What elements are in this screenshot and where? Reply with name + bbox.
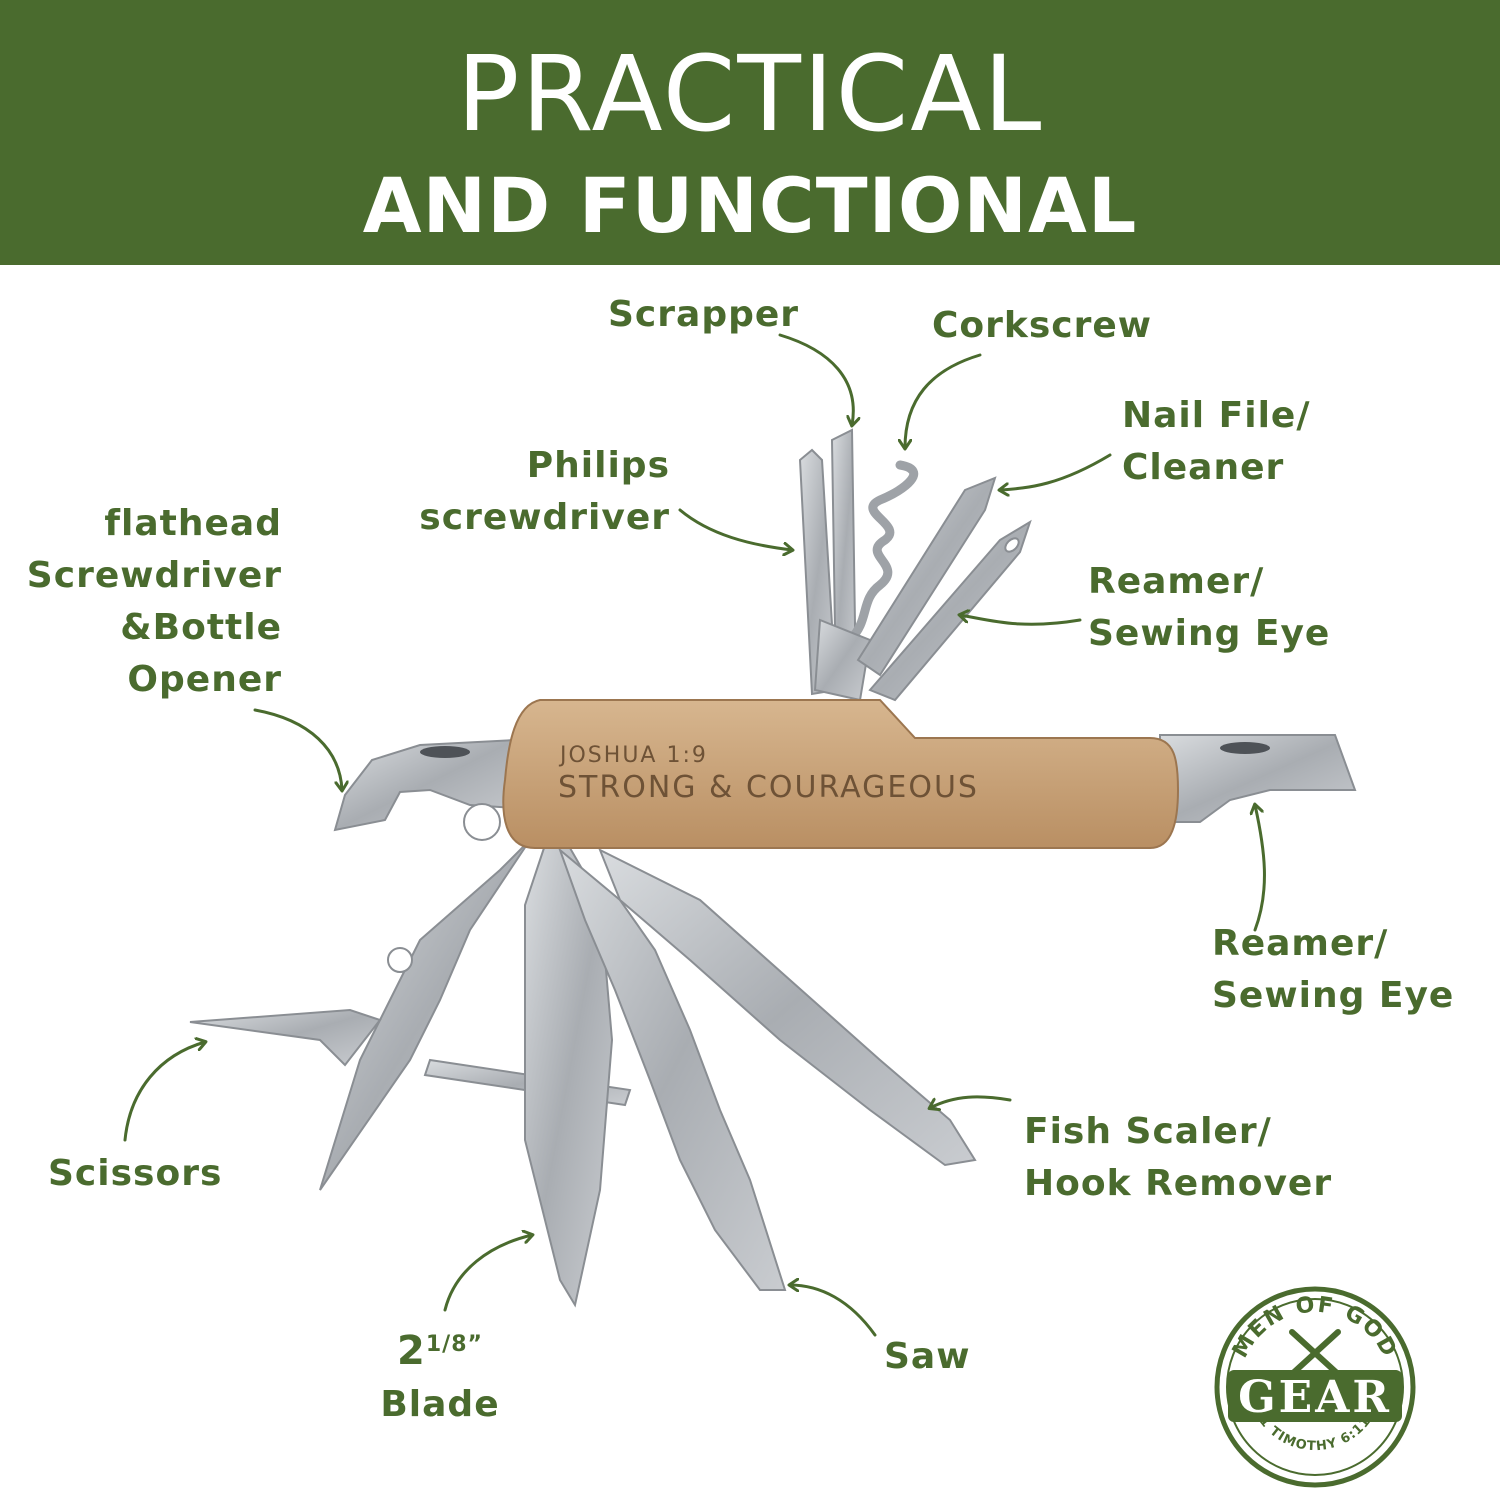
label-flathead-screwdriver: flathead Screwdriver &Bottle Opener [18, 498, 282, 706]
label-flathead-line1: flathead [104, 503, 282, 544]
arrow-reamer-top [960, 615, 1082, 626]
label-reamer-right-line2: Sewing Eye [1212, 975, 1455, 1016]
label-blade-fraction: 1/8” [425, 1332, 483, 1357]
saw-tool [557, 846, 787, 1291]
label-fish-scaler: Fish Scaler/ Hook Remover [1024, 1106, 1332, 1210]
label-nail-file: Nail File/ Cleaner [1122, 390, 1310, 494]
nail-file-tool [856, 476, 997, 677]
label-blade-number: 2 [397, 1328, 426, 1374]
arrow-flathead [253, 708, 342, 790]
title-line-1: PRACTICAL [456, 33, 1044, 155]
label-scrapper: Scrapper [608, 294, 800, 335]
label-philips-screwdriver: Philips screwdriver [408, 440, 670, 544]
label-nail-file-line1: Nail File/ [1122, 395, 1311, 436]
label-flathead-line2: Screwdriver [26, 555, 282, 596]
engraving-line-2: STRONG & COURAGEOUS [558, 770, 979, 805]
logo-main-text: GEAR [1238, 1372, 1392, 1423]
wooden-handle: JOSHUA 1:9 STRONG & COURAGEOUS [502, 699, 1180, 849]
label-reamer-top-line1: Reamer/ [1088, 561, 1265, 602]
men-of-god-gear-logo: MEN OF GOD GEAR 1 TIMOTHY 6:11 [1214, 1286, 1416, 1488]
fish-scaler-tool [598, 847, 977, 1167]
label-fish-scaler-line2: Hook Remover [1024, 1163, 1333, 1204]
label-flathead-line3: &Bottle [120, 607, 282, 648]
label-saw: Saw [884, 1336, 971, 1377]
label-blade: 21/8” Blade [370, 1325, 510, 1431]
label-reamer-top-line2: Sewing Eye [1088, 613, 1331, 654]
header-banner [0, 0, 1500, 265]
engraving-line-1: JOSHUA 1:9 [558, 743, 708, 768]
arrow-saw [790, 1285, 877, 1337]
arrow-scrapper [778, 333, 853, 425]
flathead-opener-tool [333, 738, 516, 841]
label-corkscrew: Corkscrew [932, 305, 1153, 346]
label-reamer-right: Reamer/ Sewing Eye [1212, 918, 1454, 1022]
label-reamer-right-line1: Reamer/ [1212, 923, 1389, 964]
arrow-corkscrew [905, 353, 982, 448]
reamer-right-tool [1159, 734, 1357, 823]
arrow-reamer-right [1255, 805, 1266, 932]
crossed-tools-icon [1289, 1329, 1341, 1377]
label-philips-line1: Philips [526, 445, 670, 486]
arrow-fish-scaler [930, 1095, 1012, 1108]
label-nail-file-line2: Cleaner [1122, 447, 1285, 488]
label-fish-scaler-line1: Fish Scaler/ [1024, 1111, 1272, 1152]
label-scissors: Scissors [48, 1153, 223, 1194]
title-line-2: AND FUNCTIONAL [362, 161, 1138, 250]
arrow-blade [443, 1235, 532, 1312]
label-blade-size: 21/8” [370, 1325, 510, 1379]
arrow-nail-file [1000, 453, 1112, 490]
label-flathead-line4: Opener [127, 659, 282, 700]
corkscrew-tool [813, 460, 919, 702]
label-blade-word: Blade [380, 1384, 500, 1425]
label-philips-line2: screwdriver [419, 497, 670, 538]
callout-arrows [123, 333, 1266, 1337]
label-reamer-top: Reamer/ Sewing Eye [1088, 556, 1330, 660]
arrow-scissors [123, 1042, 205, 1142]
reamer-top-tool [868, 519, 1032, 702]
arrow-philips [678, 508, 792, 550]
